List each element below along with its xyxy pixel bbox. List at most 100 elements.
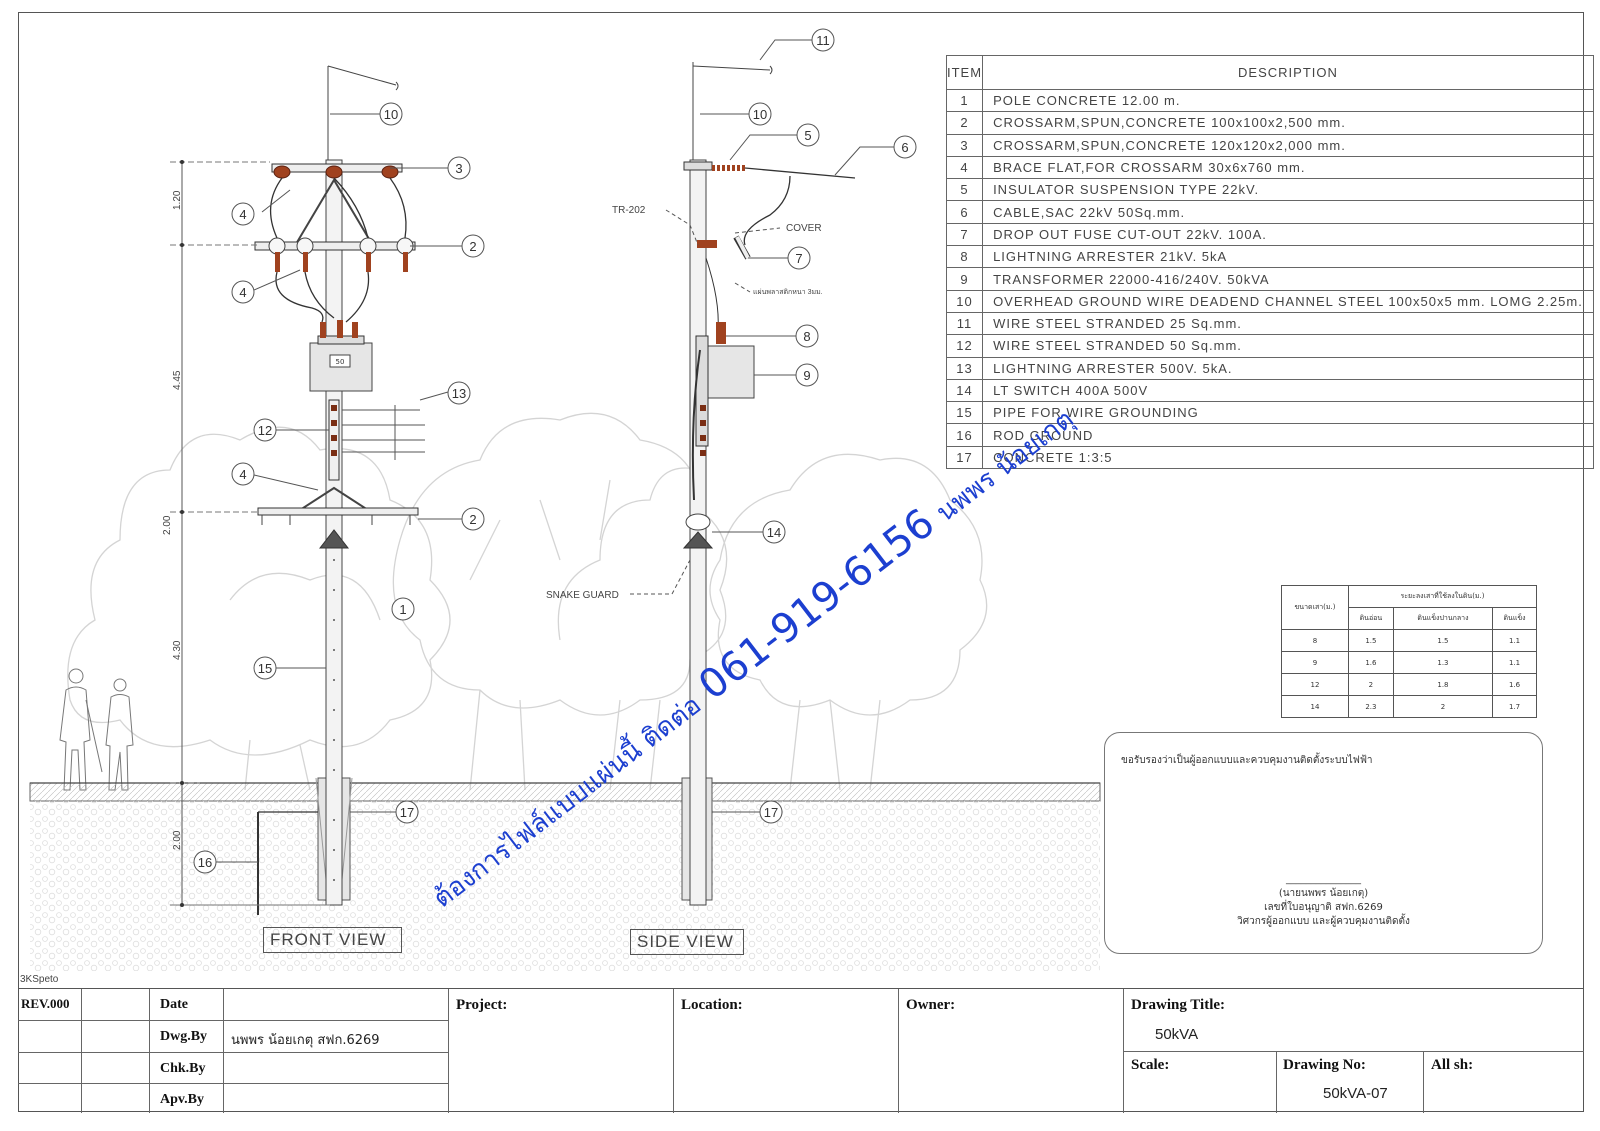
soil-cell: 1.6 <box>1348 651 1394 674</box>
transformer-rating-label: 50 <box>336 358 345 366</box>
soil-depth-table: ขนาดเสา(ม.) ระยะลงเสาที่ใช้ลงในดิน(ม.) ด… <box>1281 585 1537 718</box>
item-description: TRANSFORMER 22000-416/240V. 50kVA <box>982 267 1594 291</box>
drawing-title-value: 50kVA <box>1155 1026 1199 1043</box>
soil-cell: 8 <box>1281 629 1349 652</box>
svg-text:7: 7 <box>795 251 802 266</box>
checked-by-label: Chk.By <box>160 1061 206 1076</box>
svg-text:9: 9 <box>803 368 810 383</box>
svg-text:13: 13 <box>452 386 466 401</box>
soil-cell: 1.3 <box>1392 651 1494 674</box>
owner-label: Owner: <box>906 997 956 1013</box>
svg-text:2: 2 <box>469 239 476 254</box>
revision-label: REV.000 <box>21 996 70 1011</box>
soil-cell: 2 <box>1348 673 1394 696</box>
callout-bubbles: 10 3 4 2 4 13 12 4 2 1 15 17 16 11 10 5 … <box>193 28 917 874</box>
item-number: 12 <box>945 334 984 358</box>
project-label: Project: <box>456 997 508 1013</box>
item-column-header: ITEM <box>945 55 984 90</box>
soil-cell: 2 <box>1392 695 1494 718</box>
svg-text:4: 4 <box>239 467 246 482</box>
drawn-by-label: Dwg.By <box>160 1029 208 1044</box>
drawn-by-value: นพพร น้อยเกตุ สฟก.6269 <box>231 1033 380 1048</box>
front-view: 50 <box>170 65 425 915</box>
svg-text:1: 1 <box>399 602 406 617</box>
svg-text:8: 8 <box>803 329 810 344</box>
soil-cell: 1.5 <box>1392 629 1494 652</box>
soil-cell: 1.7 <box>1492 695 1537 718</box>
dimension-5: 2.00 <box>172 830 183 850</box>
soil-cell: 1.1 <box>1492 651 1537 674</box>
background-trees <box>67 412 988 791</box>
item-table-header-row: ITEM DESCRIPTION <box>945 55 1594 90</box>
svg-text:10: 10 <box>384 107 398 122</box>
drawing-no-value: 50kVA-07 <box>1323 1085 1388 1102</box>
item-description: BRACE FLAT,FOR CROSSARM 30x6x760 mm. <box>982 155 1594 180</box>
item-number: 16 <box>945 423 984 447</box>
svg-text:5: 5 <box>804 128 811 143</box>
item-description: DROP OUT FUSE CUT-OUT 22kV. 100A. <box>982 222 1594 247</box>
location-label: Location: <box>681 997 743 1013</box>
signature-block: _______________ (นายนพพร น้อยเกตุ) เลขที… <box>1105 873 1542 929</box>
item-number: 9 <box>945 267 984 291</box>
corner-note: 3KSpeto <box>20 974 59 985</box>
item-description: OVERHEAD GROUND WIRE DEADEND CHANNEL STE… <box>982 289 1594 313</box>
medium-soil-header: ดินแข็งปานกลาง <box>1392 607 1494 630</box>
svg-text:16: 16 <box>198 855 212 870</box>
item-number: 3 <box>945 133 984 157</box>
soil-cell: 1.6 <box>1492 673 1537 696</box>
item-number: 15 <box>945 401 984 425</box>
item-number: 1 <box>945 88 984 113</box>
item-number: 7 <box>945 222 984 247</box>
title-block: REV.000 Date Dwg.By นพพร น้อยเกตุ สฟก.62… <box>18 988 1584 1113</box>
item-description: WIRE STEEL STRANDED 25 Sq.mm. <box>982 311 1594 336</box>
item-number: 6 <box>945 200 984 224</box>
tr-202-label: TR-202 <box>612 205 646 216</box>
item-description: CABLE,SAC 22kV 50Sq.mm. <box>982 200 1594 224</box>
soil-cell: 1.1 <box>1492 629 1537 652</box>
side-view-label: SIDE VIEW <box>630 929 744 955</box>
soil-cell: 14 <box>1281 695 1349 718</box>
soil-cell: 1.8 <box>1392 673 1494 696</box>
engineer-role: วิศวกรผู้ออกแบบ และผู้ควบคุมงานติดตั้ง <box>1237 916 1410 927</box>
description-column-header: DESCRIPTION <box>982 55 1594 90</box>
all-sheets-label: All sh: <box>1431 1057 1474 1073</box>
dimension-1: 1.20 <box>172 190 183 210</box>
dimension-4: 4.30 <box>172 640 183 660</box>
dimension-2: 4.45 <box>172 370 183 390</box>
ground <box>29 782 1101 971</box>
soft-soil-header: ดินอ่อน <box>1348 607 1394 630</box>
date-label: Date <box>160 997 188 1012</box>
svg-text:17: 17 <box>764 805 778 820</box>
pole-size-header: ขนาดเสา(ม.) <box>1281 585 1349 630</box>
sheet-border <box>18 12 1584 1112</box>
item-number: 10 <box>945 289 984 313</box>
svg-text:4: 4 <box>239 207 246 222</box>
item-description: CROSSARM,SPUN,CONCRETE 100x100x2,500 mm. <box>982 111 1594 135</box>
item-description: LT SWITCH 400A 500V <box>982 378 1594 403</box>
svg-text:17: 17 <box>400 805 414 820</box>
item-description: CONCRETE 1:3:5 <box>982 445 1594 470</box>
svg-text:10: 10 <box>753 107 767 122</box>
hard-soil-header: ดินแข็ง <box>1492 607 1537 630</box>
soil-cell: 12 <box>1281 673 1349 696</box>
cover-label: COVER <box>786 223 822 234</box>
item-description: WIRE STEEL STRANDED 50 Sq.mm. <box>982 334 1594 358</box>
soil-cell: 9 <box>1281 651 1349 674</box>
certification-box: ขอรับรองว่าเป็นผู้ออกแบบและควบคุมงานติดต… <box>1104 732 1543 954</box>
dimension-3: 2.00 <box>162 515 173 535</box>
